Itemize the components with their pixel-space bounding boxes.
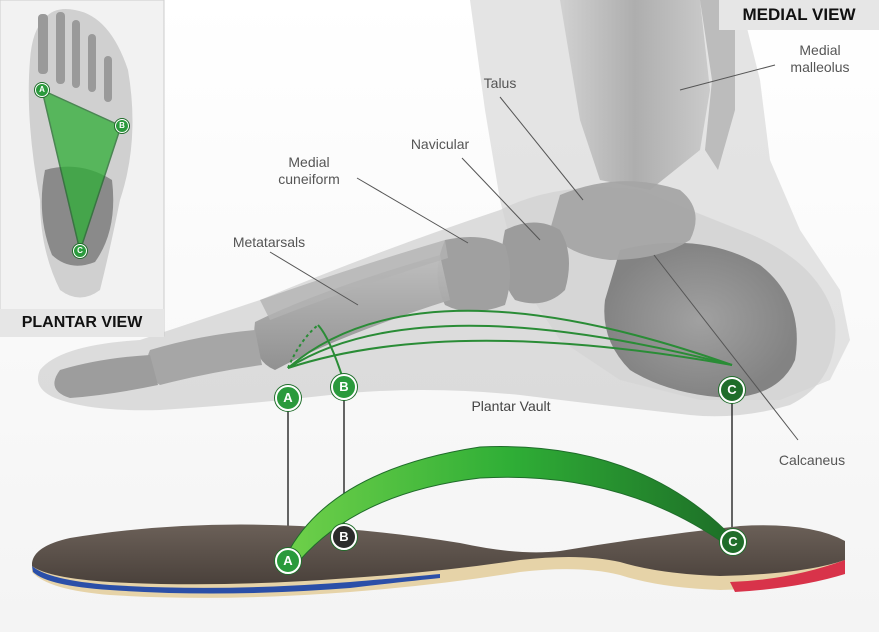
tibia-bone [560, 0, 710, 190]
marker-c-foot: C [719, 377, 745, 403]
label-talus: Talus [483, 75, 517, 91]
marker-c-plantar: C [73, 244, 87, 258]
metatarsal-2 [260, 240, 448, 320]
leader-lines [269, 64, 799, 441]
label-metatarsals: Metatarsals [232, 234, 306, 250]
insole-red-edge [730, 560, 845, 592]
talus-bone [550, 181, 696, 260]
marker-a-insole: A [275, 548, 301, 574]
phalanx-distal [54, 355, 158, 398]
label-navicular: Navicular [410, 136, 470, 152]
plantar-triangle [40, 88, 122, 254]
insole-top [32, 524, 845, 585]
phalanx-proximal [146, 330, 262, 385]
arch-lines [287, 309, 733, 383]
fibula-bone [700, 0, 735, 170]
plantar-foot-image [28, 9, 133, 298]
label-medial-cuneiform: Medial cuneiform [278, 154, 340, 187]
label-calcaneus: Calcaneus [778, 452, 846, 468]
plantar-view-title: PLANTAR VIEW [0, 309, 164, 337]
marker-a-foot: A [275, 385, 301, 411]
marker-b-plantar: B [115, 119, 129, 133]
marker-a-plantar: A [35, 83, 49, 97]
cuneiform-bone [437, 236, 510, 312]
label-plantar-vault: Plantar Vault [471, 398, 551, 414]
navicular-bone [501, 222, 569, 304]
insole-blue-edge [32, 566, 440, 594]
label-medial-malleolus: Medial malleolus [790, 42, 850, 75]
calcaneus-bone [604, 242, 797, 398]
medial-view-title: MEDIAL VIEW [719, 0, 879, 30]
insole [32, 524, 845, 598]
marker-b-insole: B [331, 524, 357, 550]
marker-c-insole: C [720, 529, 746, 555]
marker-b-foot: B [331, 374, 357, 400]
